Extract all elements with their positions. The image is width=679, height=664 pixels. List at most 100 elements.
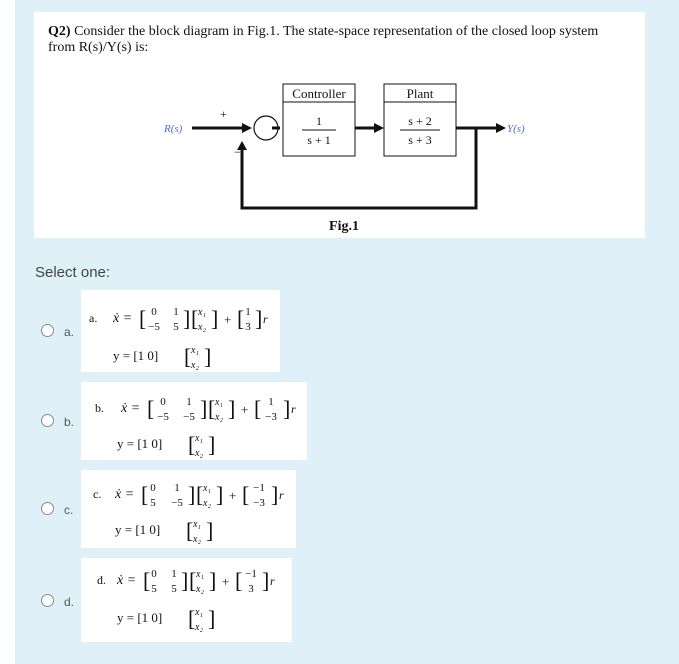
radio-label-c[interactable]: c. bbox=[64, 503, 74, 517]
svg-text:x₁: x₁ bbox=[197, 307, 206, 318]
svg-text:1: 1 bbox=[245, 306, 251, 318]
output-label: Y(s) bbox=[507, 123, 525, 135]
svg-text:[: [ bbox=[141, 482, 148, 507]
svg-text:d.: d. bbox=[97, 573, 106, 587]
svg-text:x₂: x₂ bbox=[192, 534, 201, 545]
svg-text:x₂: x₂ bbox=[194, 448, 203, 459]
svg-text:b.: b. bbox=[95, 401, 104, 415]
radio-option-b[interactable] bbox=[41, 414, 54, 427]
feedback-arrow bbox=[237, 141, 247, 150]
svg-text:x₂: x₂ bbox=[214, 412, 223, 423]
svg-text:]: ] bbox=[262, 568, 269, 593]
svg-text:]: ] bbox=[208, 432, 215, 457]
select-one-prompt: Select one: bbox=[35, 264, 111, 281]
option-card-b[interactable]: b. ẋ = [ 0 1 −5 −5 ] [ x₁ x₂ ] + [ 1 −3 … bbox=[81, 382, 307, 460]
svg-text:[: [ bbox=[189, 568, 196, 593]
output-arrow bbox=[496, 123, 506, 133]
svg-text:−5: −5 bbox=[148, 321, 160, 333]
svg-text:r: r bbox=[270, 574, 275, 588]
svg-text:[: [ bbox=[147, 396, 154, 421]
svg-text:c.: c. bbox=[93, 487, 101, 501]
svg-text:x₂: x₂ bbox=[197, 322, 206, 333]
svg-text:1: 1 bbox=[186, 396, 192, 408]
radio-label-a[interactable]: a. bbox=[64, 325, 75, 339]
svg-text:]: ] bbox=[211, 306, 218, 331]
svg-text:]: ] bbox=[209, 568, 216, 593]
svg-text:]: ] bbox=[204, 344, 211, 369]
option-card-a[interactable]: a. ẋ = [ 0 1 −5 5 ] [ x₁ x₂ ] + [ 1 3 ] … bbox=[81, 290, 280, 372]
svg-text:]: ] bbox=[206, 518, 213, 543]
svg-text:]: ] bbox=[200, 396, 207, 421]
svg-text:]: ] bbox=[208, 606, 215, 631]
svg-text:ẋ =: ẋ = bbox=[114, 487, 134, 502]
svg-text:ẋ =: ẋ = bbox=[112, 311, 132, 326]
svg-text:1: 1 bbox=[173, 306, 179, 318]
question-text: Q2) Consider the block diagram in Fig.1.… bbox=[48, 24, 638, 56]
svg-text:1: 1 bbox=[174, 482, 180, 494]
svg-text:r: r bbox=[279, 488, 284, 502]
svg-text:3: 3 bbox=[248, 583, 254, 595]
svg-text:]: ] bbox=[271, 482, 278, 507]
controller-numerator: 1 bbox=[316, 114, 322, 128]
svg-text:]: ] bbox=[216, 482, 223, 507]
svg-text:ẋ =: ẋ = bbox=[116, 573, 136, 588]
svg-text:[: [ bbox=[237, 306, 244, 331]
svg-text:x₁: x₁ bbox=[194, 607, 203, 618]
input-label: R(s) bbox=[163, 123, 183, 135]
svg-text:[: [ bbox=[191, 306, 198, 331]
option-card-c[interactable]: c. ẋ = [ 0 1 5 −5 ] [ x₁ x₂ ] + [ −1 −3 … bbox=[81, 470, 296, 548]
svg-text:x₁: x₁ bbox=[194, 433, 203, 444]
svg-text:[: [ bbox=[254, 396, 261, 421]
svg-text:1: 1 bbox=[171, 568, 177, 580]
controller-denominator: s + 1 bbox=[307, 133, 330, 147]
block-diagram: + − Controller 1 s + 1 Plant s + 2 s + 3 bbox=[163, 83, 525, 234]
svg-text:−1: −1 bbox=[253, 482, 265, 494]
svg-text:]: ] bbox=[283, 396, 290, 421]
svg-text:−3: −3 bbox=[265, 411, 277, 423]
radio-option-c[interactable] bbox=[41, 502, 54, 515]
svg-text:0: 0 bbox=[160, 396, 166, 408]
svg-text:x₁: x₁ bbox=[195, 569, 204, 580]
svg-text:[: [ bbox=[242, 482, 249, 507]
svg-text:[: [ bbox=[208, 396, 215, 421]
svg-text:[: [ bbox=[139, 306, 146, 331]
svg-text:x₂: x₂ bbox=[202, 498, 211, 509]
svg-text:r: r bbox=[263, 312, 268, 326]
svg-text:ẋ =: ẋ = bbox=[120, 401, 140, 416]
svg-text:+: + bbox=[241, 402, 248, 417]
svg-text:y = [1 0]: y = [1 0] bbox=[117, 610, 162, 625]
radio-option-a[interactable] bbox=[41, 324, 54, 337]
svg-text:0: 0 bbox=[150, 482, 156, 494]
svg-text:[: [ bbox=[188, 432, 195, 457]
svg-text:−5: −5 bbox=[183, 411, 195, 423]
svg-text:5: 5 bbox=[150, 497, 156, 509]
radio-label-d[interactable]: d. bbox=[64, 595, 75, 609]
question-line-2: from R(s)/Y(s) is: bbox=[48, 40, 149, 55]
svg-text:[: [ bbox=[143, 568, 150, 593]
svg-text:[: [ bbox=[196, 482, 203, 507]
svg-text:y = [1 0]: y = [1 0] bbox=[115, 522, 160, 537]
svg-text:5: 5 bbox=[171, 583, 177, 595]
radio-option-d[interactable] bbox=[41, 594, 54, 607]
svg-text:]: ] bbox=[228, 396, 235, 421]
svg-text:x₁: x₁ bbox=[202, 483, 211, 494]
svg-text:]: ] bbox=[255, 306, 262, 331]
svg-text:+: + bbox=[229, 488, 236, 503]
svg-text:−5: −5 bbox=[157, 411, 169, 423]
controller-box bbox=[282, 83, 356, 157]
svg-text:[: [ bbox=[235, 568, 242, 593]
svg-text:[: [ bbox=[184, 344, 191, 369]
svg-text:[: [ bbox=[186, 518, 193, 543]
plant-title: Plant bbox=[407, 86, 434, 101]
svg-text:5: 5 bbox=[173, 321, 179, 333]
plant-denominator: s + 3 bbox=[408, 133, 431, 147]
radio-label-b[interactable]: b. bbox=[64, 415, 75, 429]
plant-numerator: s + 2 bbox=[408, 114, 431, 128]
svg-text:x₂: x₂ bbox=[195, 584, 204, 595]
svg-text:−5: −5 bbox=[171, 497, 183, 509]
option-card-d[interactable]: d. ẋ = [ 0 1 5 5 ] [ x₁ x₂ ] + [ −1 3 ] … bbox=[81, 558, 292, 642]
figure-caption: Fig.1 bbox=[329, 219, 359, 234]
svg-text:+: + bbox=[222, 574, 229, 589]
svg-text:x₁: x₁ bbox=[192, 519, 201, 530]
svg-text:x₁: x₁ bbox=[190, 345, 199, 356]
